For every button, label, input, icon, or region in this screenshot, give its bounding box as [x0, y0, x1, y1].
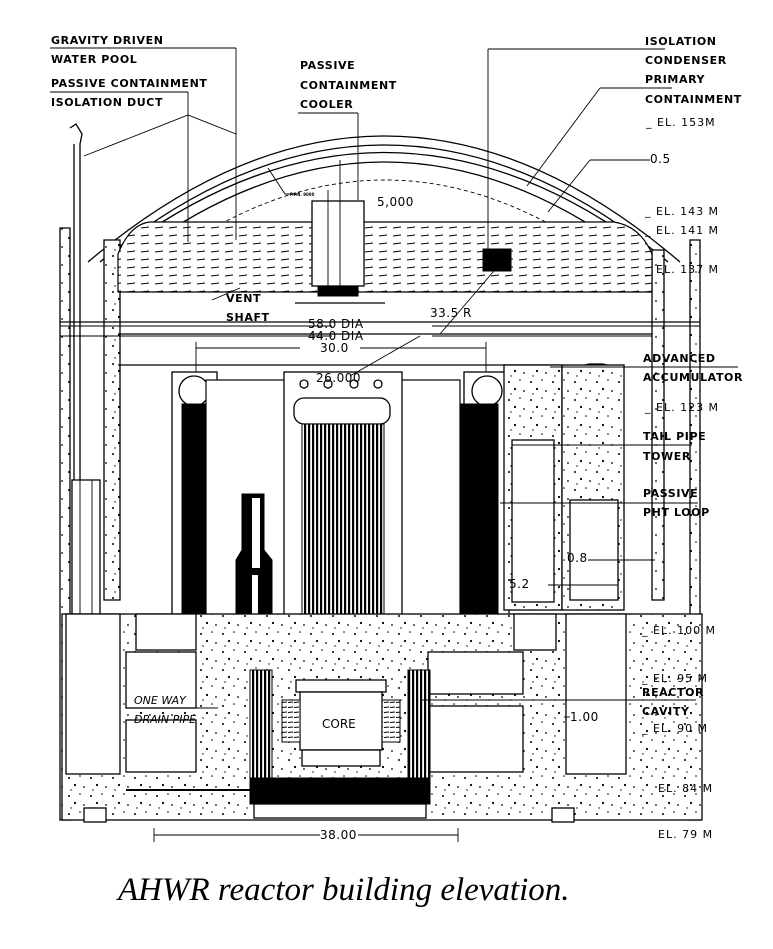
dim-1-00: 1.00	[570, 710, 599, 724]
label-pht-loop: PHT LOOP	[643, 506, 710, 519]
coolant-channels	[301, 423, 385, 645]
label-vent: VENT	[226, 292, 261, 305]
figure-caption: AHWR reactor building elevation.	[118, 872, 570, 908]
label-water-pool: WATER POOL	[51, 53, 137, 66]
label-cavity: CAVITY	[642, 705, 690, 718]
dim-44-dia: 44.0 DIA	[308, 329, 364, 343]
dim-shell-thickness: 0.5	[650, 152, 671, 166]
label-tower: TOWER	[643, 450, 691, 463]
elevation-153: _ EL. 153M	[645, 116, 716, 129]
label-tail-pipe: TAIL PIPE	[643, 430, 706, 443]
reactor-calandria	[283, 371, 403, 649]
label-isolation: ISOLATION	[645, 35, 717, 48]
label-one-way: ONE WAY	[134, 694, 187, 707]
elevation-123: _ EL. 123 M	[644, 401, 719, 414]
dim-pcc-width: 5,000	[377, 195, 414, 209]
core-assembly: CORE	[249, 669, 431, 819]
elevation-137: _ EL. 137 M	[644, 263, 719, 276]
label-pcc-containment: CONTAINMENT	[300, 79, 397, 92]
label-passive-containment: PASSIVE CONTAINMENT	[51, 77, 208, 90]
elevation-143: _ EL. 143 M	[644, 205, 719, 218]
label-isolation-duct: ISOLATION DUCT	[51, 96, 163, 109]
elevation-141: _ EL. 141 M	[644, 224, 719, 237]
tail-pipe-tower	[503, 364, 625, 611]
elevation-79: EL. 79 M	[658, 828, 713, 841]
dim-outer-radius: 33.5 R	[430, 306, 472, 320]
passive-containment-cooler: P.P.S. 9000	[267, 160, 385, 304]
pcc-tag: P.P.S. 9000	[290, 192, 315, 197]
dim-38: 38.00	[320, 828, 357, 842]
label-gravity-driven: GRAVITY DRIVEN	[51, 34, 164, 47]
dimension-labels: 0.5 5,000 33.5 R 58.0 DIA 44.0 DIA 30.0 …	[308, 152, 671, 842]
dim-30: 30.0	[320, 341, 349, 355]
isolation-duct	[69, 123, 101, 651]
core-label: CORE	[322, 717, 356, 731]
dim-0-8: 0.8	[567, 551, 588, 565]
leader-lines	[50, 47, 738, 709]
elevation-90: _ EL. 90 M	[641, 722, 708, 735]
label-condenser: CONDENSER	[645, 54, 727, 67]
label-advanced: ADVANCED	[643, 352, 716, 365]
label-passive: PASSIVE	[643, 487, 698, 500]
gravity-driven-water-pool	[117, 221, 653, 293]
component-labels: GRAVITY DRIVEN WATER POOL PASSIVE CONTAI…	[51, 34, 743, 726]
label-primary: PRIMARY	[645, 73, 706, 86]
label-shaft: SHAFT	[226, 311, 270, 324]
label-drain-pipe: DRAIN PIPE	[134, 713, 196, 726]
label-pcc-passive: PASSIVE	[300, 59, 355, 72]
label-accumulator: ACCUMULATOR	[643, 371, 743, 384]
label-reactor: REACTOR	[642, 686, 704, 699]
dim-58-dia: 58.0 DIA	[308, 317, 364, 331]
dim-26: 26.000	[316, 371, 361, 385]
label-containment: CONTAINMENT	[645, 93, 742, 106]
dimension-lines	[60, 325, 700, 842]
elevation-95: _ EL. 95 M	[641, 672, 708, 685]
elevation-84: EL. 84 M	[658, 782, 713, 795]
elevation-100: _ EL. 100 M	[641, 624, 716, 637]
label-pcc-cooler: COOLER	[300, 98, 353, 111]
dim-5-2: 5.2	[509, 577, 530, 591]
elevation-markers: _ EL. 153M _ EL. 143 M _ EL. 141 M _ EL.…	[641, 116, 719, 841]
